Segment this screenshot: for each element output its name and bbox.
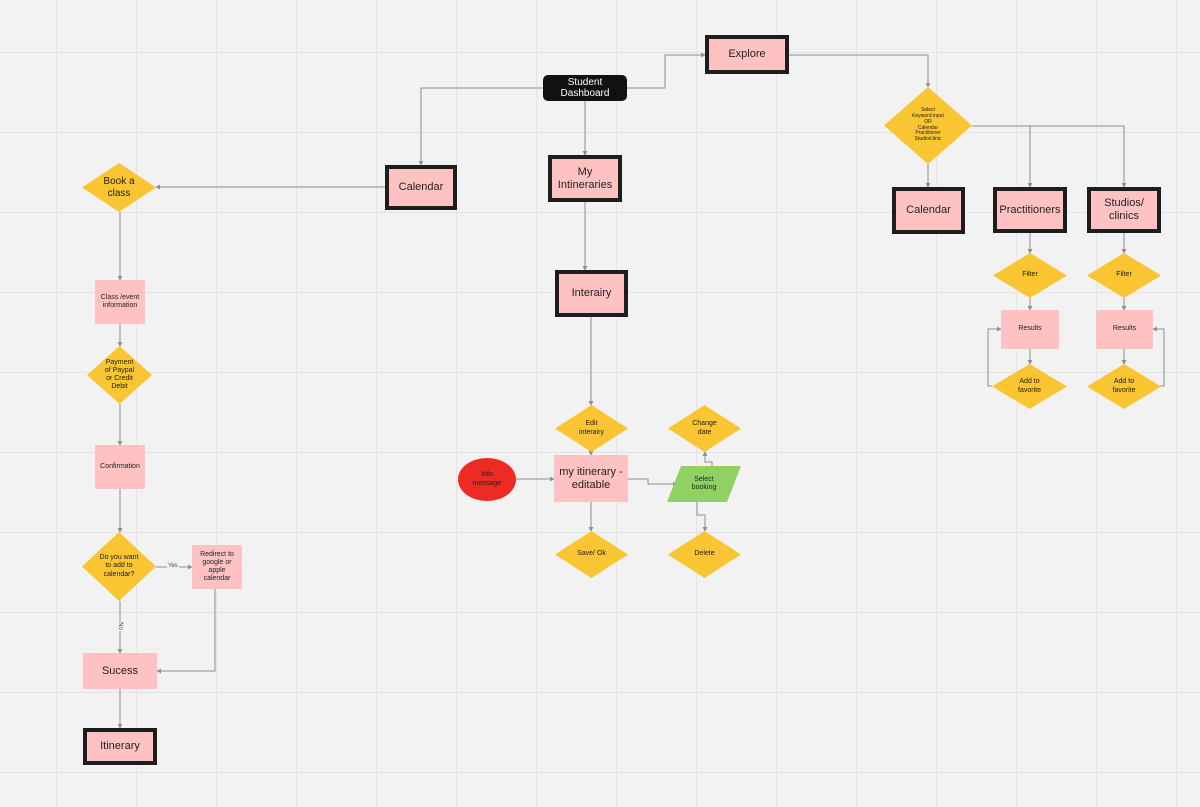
decision-shape — [992, 364, 1067, 409]
calendar-dashboard-node[interactable]: Calendar — [385, 165, 457, 210]
favorite-practitioners-label: Add to favorite — [1018, 378, 1041, 394]
select-booking-label: Select booking — [691, 475, 717, 491]
decision-shape — [82, 163, 156, 212]
decision-shape — [884, 87, 972, 164]
explore-label: Explore — [728, 48, 766, 61]
select-booking-data[interactable]: Select booking — [667, 466, 741, 502]
edge-dashboard-explore — [626, 52, 706, 89]
favorite-studios-label: Add to favorite — [1112, 378, 1136, 394]
favorite-studios-decision[interactable]: Add to favorite — [1087, 364, 1161, 409]
change-date-label: Change date — [692, 420, 717, 436]
confirmation-node[interactable]: Confirmation — [95, 445, 145, 489]
class-event-info-node[interactable]: Class /event information — [95, 280, 145, 324]
save-ok-label: Save/ Ok — [577, 550, 606, 558]
edge-select-studios — [1030, 125, 1127, 188]
results-studios-node[interactable]: Results — [1096, 310, 1153, 349]
filter-studios-label: Filter — [1116, 271, 1132, 279]
decision-shape — [1087, 364, 1161, 409]
decision-shape — [87, 346, 152, 404]
decision-shape — [668, 531, 741, 578]
results-studios-label: Results — [1112, 325, 1137, 333]
add-to-calendar-label: Do you want to add to calendar? — [99, 554, 139, 578]
favorite-practitioners-decision[interactable]: Add to favorite — [992, 364, 1067, 409]
data-shape — [667, 466, 741, 502]
book-class-decision[interactable]: Book a class — [82, 163, 156, 212]
redirect-calendar-label: Redirect to google or apple calendar — [200, 550, 234, 583]
filter-studios-decision[interactable]: Filter — [1087, 253, 1161, 298]
edge-booking-delete — [696, 502, 708, 532]
decision-shape — [1087, 253, 1161, 298]
success-label: Sucess — [101, 664, 139, 677]
add-to-calendar-decision[interactable]: Do you want to add to calendar? — [82, 532, 156, 601]
edge-dashboard-calendar — [418, 87, 543, 166]
results-practitioners-label: Results — [1018, 325, 1042, 333]
decision-shape — [555, 531, 628, 578]
confirmation-label: Confirmation — [100, 462, 140, 470]
edge-booking-changedate — [702, 451, 713, 466]
no-edge-label: No — [116, 621, 123, 631]
student-dashboard-label: Student Dashboard — [560, 76, 610, 100]
explore-node[interactable]: Explore — [705, 35, 789, 74]
itinerary-label: Interairy — [571, 287, 612, 300]
decision-shape — [82, 532, 156, 601]
my-itinerary-editable-label: my itinerary - editable — [559, 465, 623, 491]
edge-redirect-success — [156, 589, 216, 674]
class-event-info-label: Class /event information — [100, 293, 140, 309]
studios-clinics-node[interactable]: Studios/ clinics — [1087, 187, 1161, 233]
payment-label: Payment of Paypal or Credit Debit — [104, 358, 135, 391]
itinerary-end-node[interactable]: Itinerary — [83, 728, 157, 765]
yes-edge-label: Yes — [167, 563, 179, 569]
practitioners-node[interactable]: Practitioners — [993, 187, 1067, 233]
book-class-label: Book a class — [103, 176, 135, 199]
save-ok-decision[interactable]: Save/ Ok — [555, 531, 628, 578]
redirect-calendar-node[interactable]: Redirect to google or apple calendar — [192, 545, 242, 589]
success-node[interactable]: Sucess — [83, 653, 157, 689]
edge-explore-select — [789, 54, 931, 88]
filter-practitioners-label: Filter — [1022, 271, 1038, 279]
decision-shape — [993, 253, 1067, 298]
select-keyword-label: Select Keyword input OR Calendar Practit… — [912, 107, 944, 142]
calendar-dashboard-label: Calendar — [398, 181, 444, 194]
studios-clinics-label: Studios/ clinics — [1104, 197, 1144, 222]
calendar-explore-label: Calendar — [906, 204, 951, 217]
info-message-label: Info message — [472, 471, 502, 487]
itinerary-end-label: Itinerary — [100, 740, 140, 753]
calendar-explore-node[interactable]: Calendar — [892, 187, 965, 234]
itinerary-node[interactable]: Interairy — [555, 270, 628, 317]
filter-practitioners-decision[interactable]: Filter — [993, 253, 1067, 298]
edit-itinerary-decision[interactable]: Edit interairy — [555, 405, 628, 452]
select-keyword-decision[interactable]: Select Keyword input OR Calendar Practit… — [884, 87, 972, 164]
info-message-node[interactable]: Info message — [458, 458, 516, 501]
edit-itinerary-label: Edit interairy — [579, 420, 604, 436]
results-practitioners-node[interactable]: Results — [1001, 310, 1059, 349]
practitioners-label: Practitioners — [999, 203, 1061, 216]
my-itineraries-label: My Intineraries — [557, 165, 613, 191]
decision-shape — [668, 405, 741, 452]
student-dashboard-node[interactable]: Student Dashboard — [543, 75, 627, 101]
edge-select-practitioners — [972, 125, 1033, 188]
delete-label: Delete — [694, 550, 715, 558]
my-itinerary-editable-node[interactable]: my itinerary - editable — [554, 455, 628, 502]
decision-shape — [555, 405, 628, 452]
my-itineraries-node[interactable]: My Intineraries — [548, 155, 622, 202]
change-date-decision[interactable]: Change date — [668, 405, 741, 452]
payment-decision[interactable]: Payment of Paypal or Credit Debit — [87, 346, 152, 404]
delete-decision[interactable]: Delete — [668, 531, 741, 578]
